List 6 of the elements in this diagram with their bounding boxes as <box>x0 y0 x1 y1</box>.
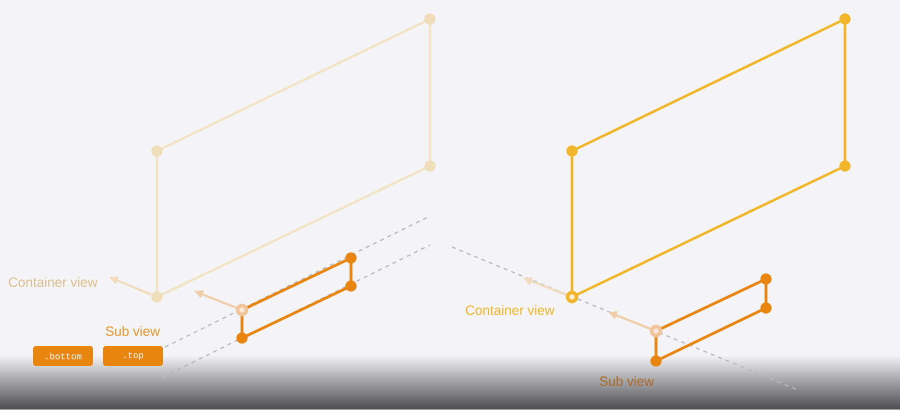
view-label: Container view <box>8 277 98 287</box>
view-label: Container view <box>466 305 554 315</box>
view-label: Sub view <box>600 376 654 386</box>
code-tag: .top <box>103 346 163 366</box>
view-label: Sub view <box>106 326 160 336</box>
code-tag: .bottom <box>33 346 93 366</box>
